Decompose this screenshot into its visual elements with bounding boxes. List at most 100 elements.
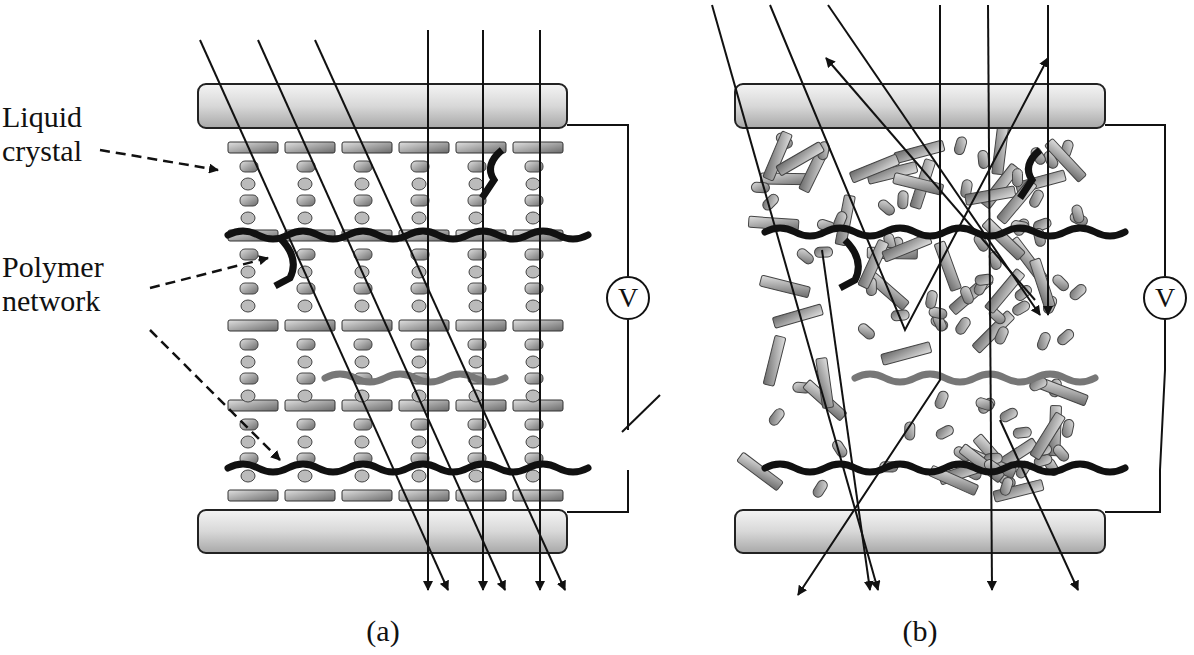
- lc-molecule: [241, 178, 255, 190]
- lc-molecule: [526, 356, 540, 368]
- polymer-network: [765, 228, 1125, 236]
- lc-molecule: [526, 266, 540, 278]
- lc-molecule: [228, 142, 278, 153]
- lc-molecule: [526, 390, 540, 402]
- lc-molecule: [354, 161, 372, 172]
- lc-molecule: [241, 212, 255, 224]
- component-label: Polymer network: [2, 250, 150, 318]
- polymer-network: [275, 238, 293, 286]
- lc-molecule: [526, 300, 540, 312]
- lc-molecule: [297, 195, 315, 206]
- lc-molecule: [241, 470, 255, 482]
- lc-molecule: [811, 478, 829, 499]
- lc-molecule: [297, 249, 315, 260]
- lc-molecule: [241, 390, 255, 402]
- lc-molecule: [897, 191, 908, 209]
- lc-molecule: [399, 320, 449, 331]
- lc-molecule: [241, 436, 255, 448]
- lc-molecule: [241, 356, 255, 368]
- lc-molecule: [949, 274, 994, 315]
- light-ray: [1000, 420, 1078, 590]
- lc-molecule: [893, 173, 944, 196]
- lc-molecule: [298, 212, 312, 224]
- voltage-source: V: [1143, 276, 1187, 320]
- lc-molecule: [469, 436, 483, 448]
- light-ray: [712, 5, 878, 590]
- light-ray: [798, 5, 940, 595]
- lc-molecule: [412, 470, 426, 482]
- lc-molecule: [975, 397, 995, 412]
- lc-molecule: [411, 161, 429, 172]
- lc-molecule: [355, 212, 369, 224]
- lc-molecule: [298, 178, 312, 190]
- lc-molecule: [285, 400, 335, 411]
- lc-molecule: [1071, 204, 1085, 224]
- lc-molecule: [228, 490, 278, 501]
- lc-molecule: [240, 339, 258, 350]
- lc-molecule: [469, 178, 483, 190]
- lc-molecule: [469, 470, 483, 482]
- lc-molecule: [240, 195, 258, 206]
- lc-molecule: [342, 142, 392, 153]
- lc-molecule: [513, 142, 563, 153]
- lc-molecule: [526, 178, 540, 190]
- lc-molecule: [342, 490, 392, 501]
- light-ray: [1047, 5, 1049, 315]
- lc-molecule: [953, 136, 968, 156]
- lc-molecule: [285, 142, 335, 153]
- lc-molecule: [776, 142, 825, 177]
- lc-molecule: [1051, 443, 1070, 463]
- lc-molecule: [876, 198, 896, 217]
- lc-molecule: [513, 400, 563, 411]
- voltage-label: V: [1155, 284, 1175, 312]
- lc-molecule: [355, 470, 369, 482]
- lc-molecule: [411, 195, 429, 206]
- lc-molecule: [297, 373, 315, 384]
- light-ray: [712, 5, 1078, 595]
- circuit-wire: [567, 125, 1165, 512]
- lc-molecule: [1012, 169, 1022, 187]
- lc-molecule: [456, 320, 506, 331]
- lc-molecule: [925, 290, 938, 310]
- light-ray: [826, 58, 1035, 300]
- lc-molecule: [999, 476, 1014, 496]
- lc-molecule: [759, 275, 810, 298]
- light-ray: [200, 40, 448, 590]
- lc-molecule: [1011, 299, 1032, 317]
- lc-molecule: [355, 300, 369, 312]
- lc-molecule: [412, 300, 426, 312]
- lc-molecule: [737, 452, 784, 491]
- leader-line: [100, 150, 280, 460]
- light-ray: [770, 5, 1048, 330]
- polymer-network: [228, 464, 588, 472]
- lc-molecule: [935, 424, 956, 441]
- lc-molecule: [298, 390, 312, 402]
- lc-molecule: [526, 212, 540, 224]
- lc-molecule: [354, 195, 372, 206]
- glass-plate: [198, 84, 567, 128]
- lc-molecule: [355, 356, 369, 368]
- lc-molecule: [412, 356, 426, 368]
- panel-label: (b): [903, 614, 938, 648]
- lc-molecule: [849, 154, 899, 183]
- light-ray: [482, 30, 484, 590]
- lc-molecule: [298, 356, 312, 368]
- lc-molecule: [298, 436, 312, 448]
- lc-molecule: [285, 490, 335, 501]
- polymer-network: [482, 150, 502, 198]
- lc-molecule: [795, 247, 815, 266]
- lc-molecule: [355, 436, 369, 448]
- polymer-network: [765, 464, 1125, 472]
- lc-molecule: [411, 419, 429, 430]
- polymer-network: [840, 240, 858, 288]
- lc-molecule: [411, 339, 429, 350]
- polymer-network: [855, 374, 1095, 382]
- lc-molecule: [297, 419, 315, 430]
- lc-molecule: [228, 400, 278, 411]
- lc-molecule: [998, 406, 1019, 423]
- lc-molecule: [469, 212, 483, 224]
- lc-molecule: [763, 131, 793, 181]
- light-ray: [258, 40, 505, 590]
- lc-molecule: [767, 407, 786, 427]
- lc-molecule: [977, 150, 989, 169]
